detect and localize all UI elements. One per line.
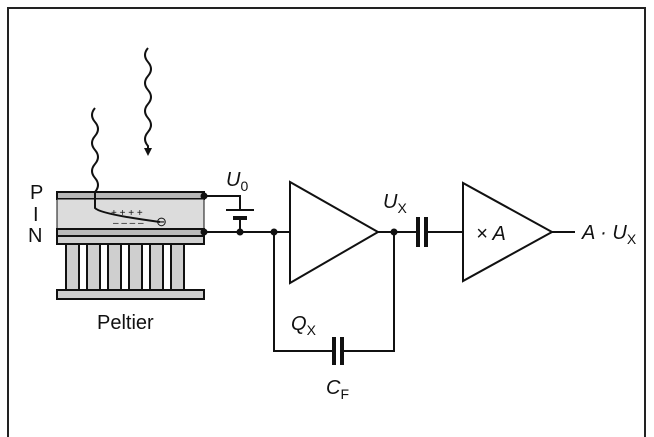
ux-sub: X [397,200,407,216]
junction-dot [390,228,398,236]
junction-dot [236,228,244,236]
cf-main: C [326,377,341,399]
cf-sub: F [340,386,349,402]
photon-arrow-top [144,47,152,156]
electron-symbol: ⊖ [156,214,167,229]
label-i: I [33,204,39,226]
peltier-label: Peltier [97,312,154,334]
peltier-pillar [128,243,143,291]
wire-feedback-right [344,232,395,352]
peltier-pillar [149,243,164,291]
label-output: A · UX [581,222,637,247]
qx-main: Q [291,313,307,335]
wire-p-electrode [204,195,241,210]
junction-dot [270,228,278,236]
peltier-pillar [170,243,185,291]
qx-sub: X [307,322,317,338]
peltier-top-plate [56,235,205,245]
label-qx: QX [291,313,317,338]
gain-amplifier-label: × A [476,223,506,245]
peltier-pillar [65,243,80,291]
gain-text: × A [476,223,506,245]
charge-amplifier-triangle [289,180,381,285]
peltier-bottom-plate [56,289,205,300]
peltier-pillars [65,243,185,291]
u0-sub: 0 [240,178,248,194]
label-p: P [30,182,43,204]
output-main: A · U [581,222,627,244]
label-u0: U0 [226,169,248,194]
gain-amplifier-triangle [462,181,555,283]
output-sub: X [627,231,637,247]
label-cf: CF [326,377,349,402]
label-n: N [28,225,42,247]
ux-main: U [383,191,398,213]
peltier-pillar [107,243,122,291]
frame-border [7,7,646,437]
negative-carriers: – – – – [113,218,144,229]
photon-arrow-into-detector [91,107,161,223]
p-electrode [56,191,205,200]
label-ux: UX [383,191,407,216]
positive-carriers: + + + + [111,208,143,219]
n-electrode [56,228,205,237]
wire-feedback-left [273,232,332,352]
junction-dot [200,228,208,236]
junction-dot [200,192,208,200]
u0-main: U [226,169,241,191]
peltier-pillar [86,243,101,291]
circuit-wires [204,195,575,352]
